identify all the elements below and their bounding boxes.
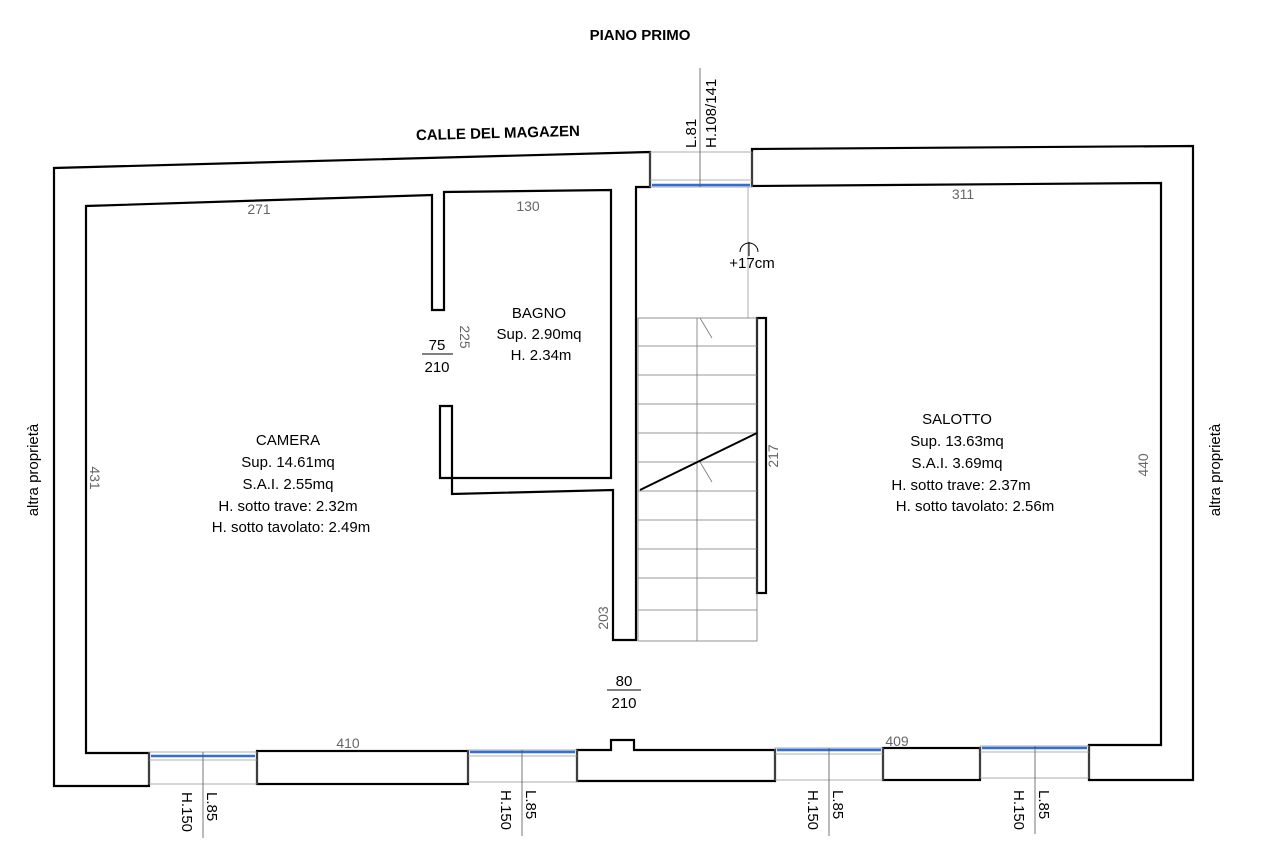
door-main-label: 80 210	[607, 673, 641, 712]
bottom-wall-segment	[255, 749, 470, 786]
room-bagno: BAGNO Sup. 2.90mq H. 2.34m	[496, 305, 581, 364]
bottom-window-4: H.150 L.85	[979, 745, 1090, 834]
dimension-label: 409	[885, 733, 909, 749]
dimension-label: 410	[336, 735, 360, 751]
dimension-label: 431	[87, 466, 103, 490]
door-width: 80	[616, 673, 633, 690]
bottom-window-width: L.85	[522, 790, 539, 819]
dimension-label: 203	[595, 606, 611, 630]
bottom-window-height: H.150	[178, 792, 195, 832]
outer-wall-left	[52, 150, 652, 788]
dimension-label: 225	[457, 325, 473, 349]
door-height: 210	[424, 359, 449, 376]
room-height: H. 2.34m	[511, 347, 572, 364]
room-name: BAGNO	[512, 305, 566, 322]
street-label: CALLE DEL MAGAZEN	[416, 123, 580, 144]
bottom-window-height: H.150	[497, 790, 514, 830]
bottom-window-height: H.150	[1010, 790, 1027, 830]
room-height-tavolato: H. sotto tavolato: 2.49m	[212, 519, 370, 536]
bottom-window-height: H.150	[804, 790, 821, 830]
door-bagno-label: 75 210	[422, 337, 453, 376]
dimension-label: 311	[952, 186, 975, 202]
bottom-window-width: L.85	[829, 790, 846, 819]
staircase	[637, 317, 758, 642]
room-name: CAMERA	[256, 432, 320, 449]
door-height: 210	[611, 695, 636, 712]
room-name: SALOTTO	[922, 411, 992, 428]
bottom-window-width: L.85	[1035, 790, 1052, 819]
room-height-trave: H. sotto trave: 2.32m	[218, 498, 357, 515]
room-surface: Sup. 13.63mq	[910, 433, 1003, 450]
room-sai: S.A.I. 2.55mq	[243, 476, 334, 493]
dimension-label: 130	[516, 198, 540, 214]
neighbor-label-left: altra proprietà	[25, 423, 42, 516]
outer-wall-right	[750, 144, 1195, 782]
bottom-wall-segment	[575, 738, 777, 783]
room-salotto: SALOTTO Sup. 13.63mq S.A.I. 3.69mq H. so…	[891, 411, 1054, 515]
bottom-wall-segment	[881, 746, 982, 782]
dimension-label: 440	[1135, 453, 1151, 477]
top-window-height: H.108/141	[703, 79, 720, 148]
room-height-tavolato: H. sotto tavolato: 2.56m	[896, 498, 1054, 515]
room-height-trave: H. sotto trave: 2.37m	[891, 477, 1030, 494]
top-window-width: L.81	[683, 119, 700, 148]
top-window: L.81 H.108/141	[649, 68, 753, 318]
level-mark-label: +17cm	[729, 255, 774, 272]
room-sai: S.A.I. 3.69mq	[912, 455, 1003, 472]
neighbor-label-right: altra proprietà	[1207, 423, 1224, 516]
door-width: 75	[429, 337, 446, 354]
bottom-window-2: H.150 L.85	[467, 749, 578, 836]
plan-title: PIANO PRIMO	[590, 27, 691, 44]
dimension-label: 271	[247, 201, 271, 217]
dimension-label: 217	[765, 444, 781, 468]
bottom-window-1: H.150 L.85	[148, 751, 258, 838]
room-camera: CAMERA Sup. 14.61mq S.A.I. 2.55mq H. sot…	[212, 432, 370, 536]
room-surface: Sup. 2.90mq	[496, 326, 581, 343]
room-surface: Sup. 14.61mq	[241, 454, 334, 471]
bottom-window-3: H.150 L.85	[774, 747, 884, 836]
bottom-window-width: L.85	[203, 792, 220, 821]
level-mark: +17cm	[729, 242, 775, 272]
